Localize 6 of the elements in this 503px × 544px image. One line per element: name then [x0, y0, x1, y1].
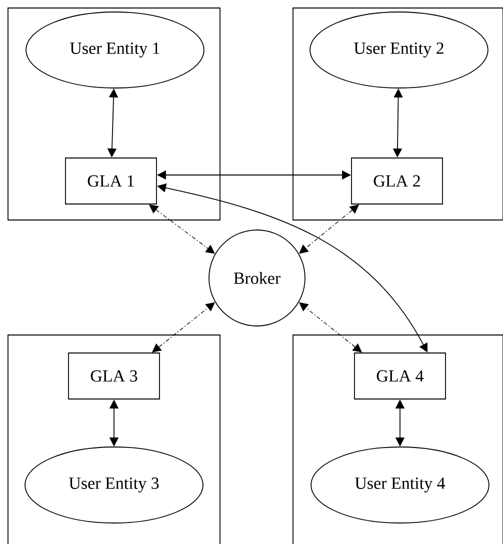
- agent-box: GLA 2: [351, 158, 443, 204]
- group-box: [8, 334, 220, 544]
- group-box: [8, 8, 220, 220]
- agent-box: GLA 4: [354, 352, 446, 400]
- agent-box: GLA 1: [65, 158, 157, 204]
- agent-box: GLA 3: [68, 352, 160, 400]
